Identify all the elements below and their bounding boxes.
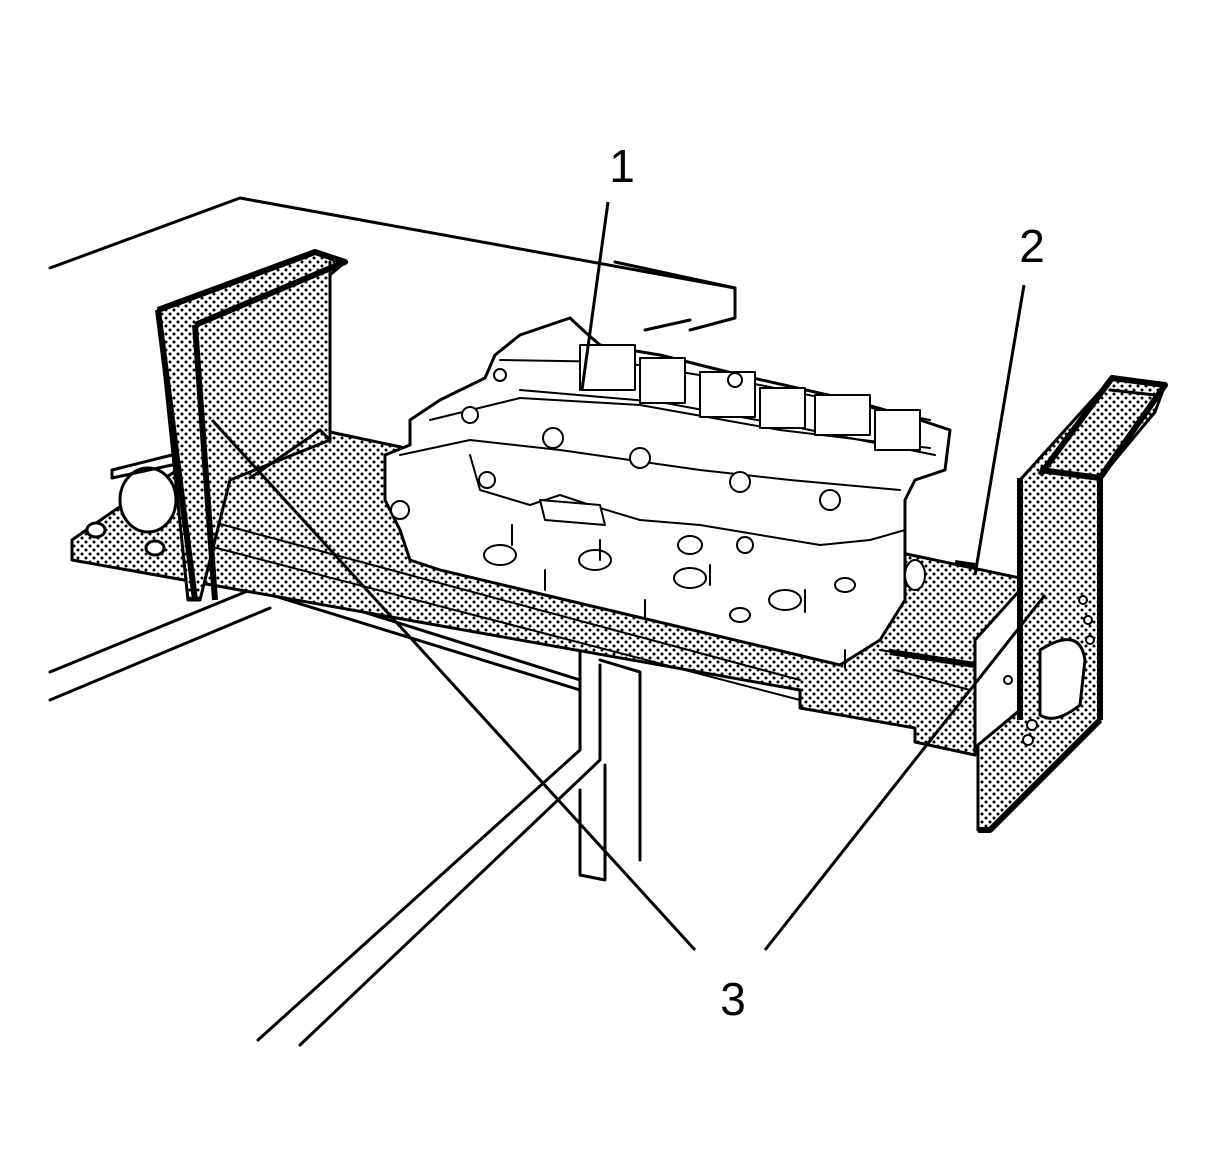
- right-support-bracket: [976, 375, 1168, 833]
- callout-1: 1: [609, 140, 635, 192]
- cylinder-head: [383, 316, 952, 669]
- leader-lines: [210, 201, 1047, 952]
- callout-3: 3: [720, 973, 746, 1025]
- left-support-bracket: [155, 249, 348, 602]
- callout-2: 2: [1019, 220, 1045, 272]
